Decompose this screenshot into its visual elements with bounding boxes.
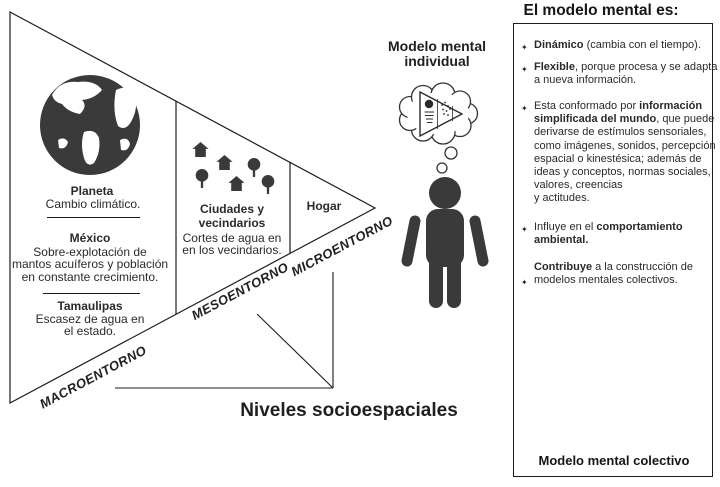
mental-model-panel bbox=[513, 23, 713, 477]
mexico-title: México bbox=[69, 231, 111, 245]
tamaulipas-title: Tamaulipas bbox=[57, 299, 123, 313]
bullet-item: ✦ Dinámico (cambia con el tiempo). bbox=[521, 39, 707, 52]
levels-triangle-outline bbox=[9, 10, 377, 405]
tree-icon bbox=[247, 158, 261, 177]
bullet-text: Dinámico (cambia con el tiempo). bbox=[534, 39, 701, 51]
bullet-item: ✦ Influye en el comportamiento ambiental… bbox=[521, 221, 707, 247]
person-icon bbox=[401, 177, 489, 308]
neighbourhood-icons bbox=[192, 142, 275, 194]
diamond-bullet-icon: ✦ bbox=[521, 104, 528, 113]
individual-model-title: Modelo mental individual bbox=[387, 38, 487, 69]
separator-line bbox=[47, 217, 140, 218]
hogar-title: Hogar bbox=[306, 199, 342, 213]
planeta-text: Cambio climático. bbox=[45, 197, 141, 211]
bullet-text: Influye en el comportamiento ambiental. bbox=[534, 221, 683, 247]
globe-icon bbox=[40, 75, 140, 175]
bullet-item: ✦ Flexible, porque procesa y se adapta a… bbox=[521, 61, 718, 87]
house-icon bbox=[228, 176, 245, 191]
tree-icon bbox=[261, 175, 275, 194]
house-icon bbox=[216, 155, 233, 170]
mexico-text: Sobre-explotación de mantos acuíferos y … bbox=[11, 245, 169, 284]
diamond-bullet-icon: ✦ bbox=[521, 65, 528, 74]
bullet-item: ✦ Esta conformado por información simpli… bbox=[521, 100, 716, 206]
diamond-bullet-icon: ✦ bbox=[521, 225, 528, 234]
axis-arrow-lines bbox=[115, 272, 334, 389]
ciudades-title: Ciudades y vecindarios bbox=[198, 202, 266, 230]
panel-title: El modelo mental es: bbox=[523, 2, 679, 19]
axis-label: Niveles socioespaciales bbox=[240, 400, 458, 421]
collective-model-label: Modelo mental colectivo bbox=[538, 453, 690, 468]
diamond-bullet-icon: ✦ bbox=[521, 43, 528, 52]
planeta-title: Planeta bbox=[70, 184, 114, 198]
separator-line bbox=[43, 293, 140, 294]
tree-icon bbox=[195, 169, 209, 188]
diamond-bullet-icon: ✦ bbox=[521, 278, 528, 287]
thought-bubble-icon bbox=[398, 82, 479, 174]
bullet-text: Contribuye a la construcción de modelos … bbox=[534, 261, 693, 287]
tamaulipas-text: Escasez de agua en el estado. bbox=[35, 312, 145, 339]
house-icon bbox=[192, 142, 209, 157]
bullet-item: ✦ Contribuye a la construcción de modelo… bbox=[521, 261, 707, 287]
bullet-text: Flexible, porque procesa y se adapta a n… bbox=[534, 61, 718, 87]
ciudades-text: Cortes de agua en en los vecindarios. bbox=[182, 231, 282, 258]
bullet-text: Esta conformado por información simplifi… bbox=[534, 100, 716, 205]
